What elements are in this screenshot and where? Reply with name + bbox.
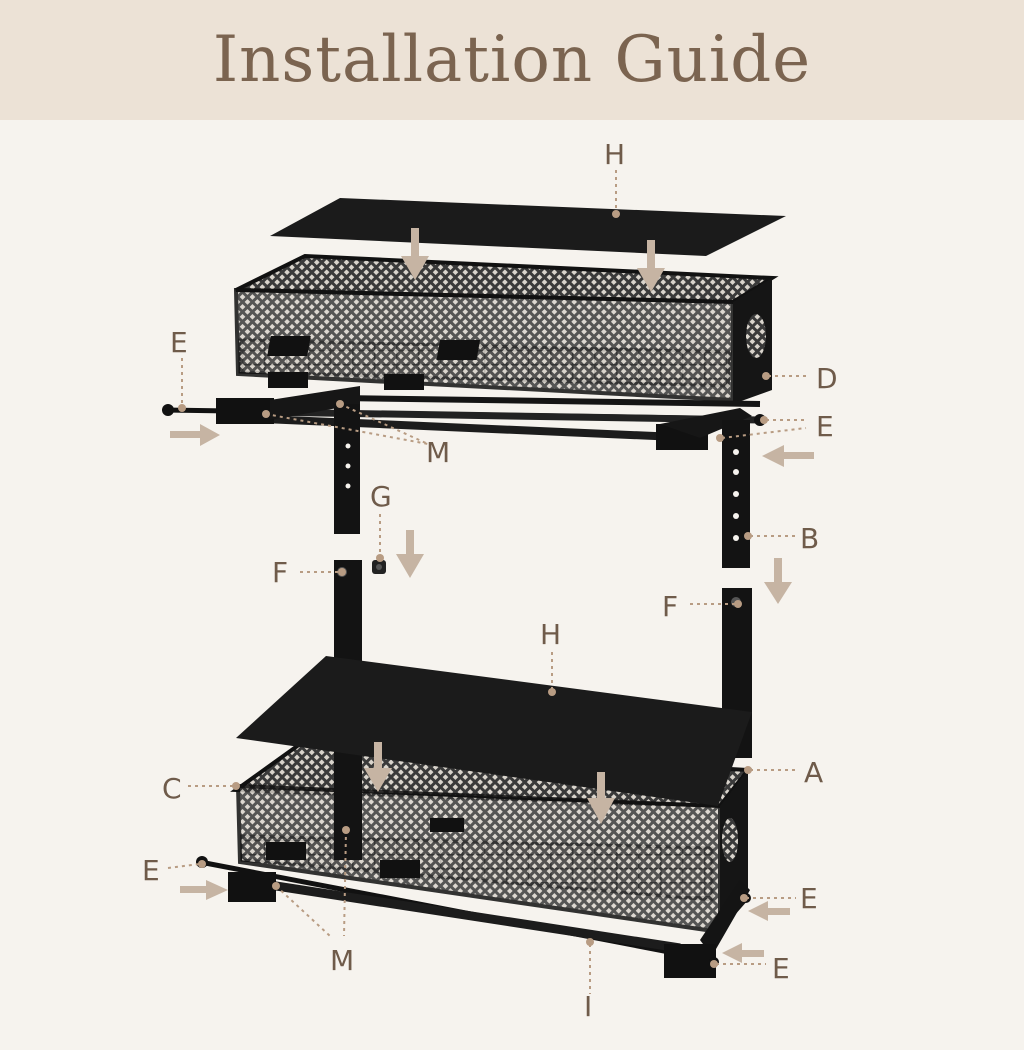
callout-labels: H E D E M G B F F H A C E E E M I <box>142 138 838 1023</box>
arrow-left-icon <box>762 445 814 467</box>
label-e-left-top: E <box>170 326 188 359</box>
label-e-left-bottom: E <box>142 854 160 887</box>
upper-right-post-b <box>345 420 750 568</box>
label-m-bottom: M <box>330 944 354 977</box>
label-i: I <box>584 990 592 1023</box>
label-c: C <box>162 772 182 805</box>
arrow-down-icon <box>401 228 429 280</box>
arrow-left-icon <box>748 901 790 921</box>
bottom-rails <box>196 856 751 978</box>
bottom-shelf-liner <box>236 656 752 806</box>
title-banner: Installation Guide <box>0 0 1024 120</box>
direction-arrows <box>170 228 814 963</box>
label-e-right-bottom-lower: E <box>772 952 790 985</box>
label-f-right: F <box>662 590 678 623</box>
arrow-right-icon <box>170 424 220 446</box>
label-h-bottom: H <box>540 618 561 651</box>
label-e-right-top: E <box>816 410 834 443</box>
label-a: A <box>804 756 823 789</box>
label-e-right-bottom-upper: E <box>800 882 818 915</box>
arrow-down-icon <box>637 240 665 292</box>
label-d: D <box>816 362 838 395</box>
label-g: G <box>370 480 392 513</box>
arrow-down-icon <box>396 530 424 578</box>
arrow-down-icon <box>764 558 792 604</box>
top-basket <box>233 253 779 404</box>
upper-left-post <box>334 404 360 534</box>
page-title: Installation Guide <box>212 23 812 97</box>
arrow-left-icon <box>722 943 764 963</box>
top-shelf-assembly <box>162 198 786 568</box>
arrow-right-icon <box>180 880 228 900</box>
label-f-left: F <box>272 556 288 589</box>
arrow-down-icon <box>364 742 392 792</box>
bottom-shelf-assembly <box>196 656 752 978</box>
top-shelf-liner <box>270 198 786 256</box>
label-m-top: M <box>426 436 450 469</box>
label-h-top: H <box>604 138 625 171</box>
callout-leaders <box>167 170 808 994</box>
knob-g <box>372 560 386 574</box>
arrow-down-icon <box>587 772 615 824</box>
label-b: B <box>800 522 819 555</box>
